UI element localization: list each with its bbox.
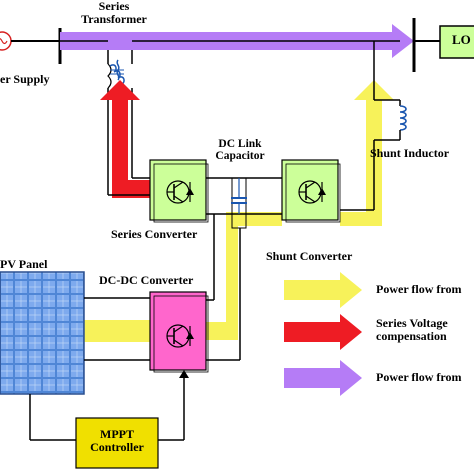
series-transformer-icon [107, 59, 125, 89]
series-transistor-icon [166, 180, 194, 204]
dcdc-transistor-icon [166, 324, 194, 348]
ac-source-icon [0, 31, 12, 51]
legend-purple-text: Power flow from [376, 370, 462, 384]
dc-link-label: DC Link Capacitor [215, 138, 265, 163]
shunt-inductor-label: Shunt Inductor [370, 146, 450, 160]
load-box [439, 25, 474, 59]
legend-yellow-arrow [284, 272, 362, 308]
red-flow-arrow [100, 80, 150, 198]
legend-red-arrow [284, 314, 362, 350]
dcdc-converter-box [149, 291, 209, 373]
dcdc-converter-label: DC-DC Converter [99, 273, 194, 287]
mppt-controller-box [75, 417, 159, 469]
shunt-converter-label: Shunt Converter [266, 249, 353, 263]
mppt-signal-arrow [179, 370, 189, 378]
pv-panel [0, 271, 85, 395]
load-label: LO [452, 32, 471, 47]
series-converter-box [149, 159, 209, 223]
series-converter-label: Series Converter [111, 227, 198, 241]
shunt-transistor-icon [298, 180, 326, 204]
shunt-inductor-icon [399, 105, 407, 131]
series-transformer-label: Series Transformer [81, 0, 147, 26]
pv-panel-label: PV Panel [0, 257, 48, 271]
dc-link-capacitor-icon [231, 177, 247, 229]
legend-purple-arrow [284, 360, 362, 396]
legend-yellow-text: Power flow from [376, 282, 462, 296]
shunt-converter-box [281, 159, 341, 223]
legend-red-text: Series Voltage compensation [376, 316, 448, 343]
power-supply-label: er Supply [0, 72, 50, 86]
mppt-label: MPPT Controller [90, 427, 144, 454]
